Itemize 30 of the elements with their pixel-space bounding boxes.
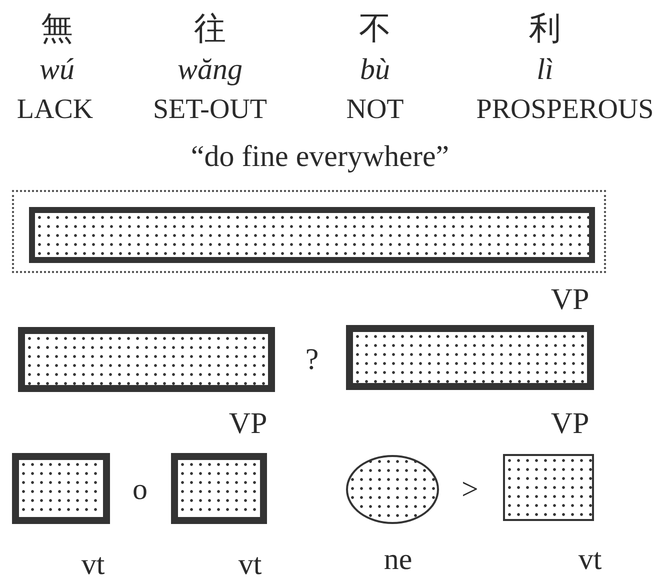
category-label: VP [550, 409, 590, 439]
operator-symbol: > [462, 475, 478, 505]
category-label: vt [578, 545, 602, 575]
shaded-box [18, 327, 275, 392]
operator-symbol: o [132, 475, 148, 505]
hanzi-character: 往 [194, 12, 226, 44]
pinyin-text: bù [360, 55, 390, 85]
category-label: VP [550, 285, 590, 315]
gloss-text: SET-OUT [152, 96, 268, 124]
gloss-text: PROSPEROUS [476, 96, 654, 124]
hanzi-character: 無 [41, 12, 73, 44]
gloss-text: LACK [16, 96, 94, 124]
pinyin-text: wăng [178, 55, 242, 85]
category-label: vt [238, 550, 262, 577]
category-label: vt [81, 550, 105, 577]
pinyin-text: lì [536, 55, 554, 85]
hanzi-character: 不 [359, 12, 391, 44]
dotted-frame [12, 190, 606, 273]
shaded-box [12, 453, 110, 524]
operator-symbol: ? [305, 345, 319, 375]
hanzi-character: 利 [529, 12, 561, 44]
shaded-box [503, 454, 594, 521]
pinyin-text: wú [40, 55, 74, 85]
translation-text: “do fine everywhere” [190, 142, 450, 172]
category-label: ne [384, 545, 412, 575]
gloss-text: NOT [346, 96, 404, 124]
shaded-box [346, 325, 594, 390]
category-label: VP [228, 409, 268, 439]
shaded-box [171, 453, 267, 524]
shaded-bar [29, 207, 595, 263]
